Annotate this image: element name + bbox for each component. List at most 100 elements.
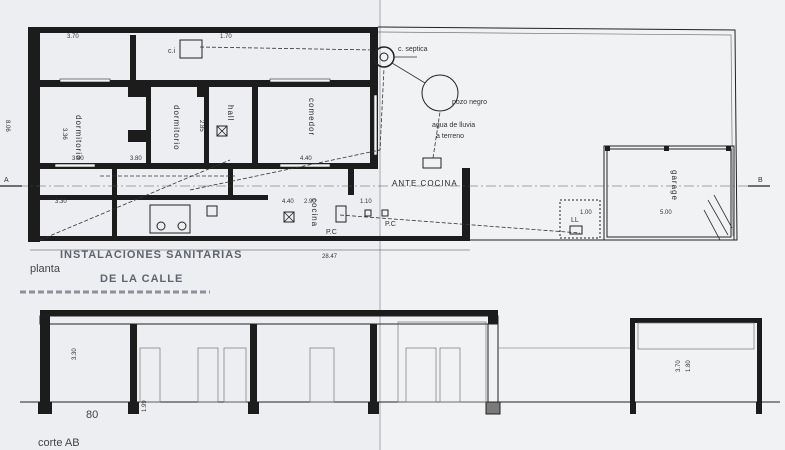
- label-pc-1: P.C: [326, 229, 337, 236]
- door-1: [139, 347, 161, 403]
- footing-5: [485, 401, 501, 415]
- dim-110: 1.10: [360, 199, 372, 205]
- pipe-diag: [189, 67, 385, 191]
- stamp-line-1: INSTALACIONES SANITARIAS: [60, 249, 243, 261]
- garage-col-2: [664, 146, 669, 151]
- section-title: corte AB: [38, 437, 80, 449]
- dim-top-370: 3.70: [67, 34, 79, 40]
- septic-to-pozo: [391, 62, 426, 84]
- pc-box-2: [364, 209, 372, 217]
- stamp-block: INSTALACIONES SANITARIAS planta DE LA CA…: [20, 249, 243, 294]
- window-1: [59, 78, 111, 83]
- section-ab: 3.30 3.70 1.80 1.99 80 corte AB: [20, 310, 780, 449]
- cesspool-circle: [421, 74, 459, 112]
- dim-cocina-width: 4.40: [282, 199, 294, 205]
- garage-col-3: [726, 146, 731, 151]
- pipe-dorm-diag: [39, 159, 231, 241]
- pc-box-1: [335, 205, 347, 223]
- window-east: [373, 94, 378, 156]
- garage-footing-1: [630, 402, 636, 414]
- room-label-garage: garage: [670, 170, 679, 201]
- garage-wall-left: [630, 318, 635, 402]
- dim-dorm2-width: 3.80: [130, 156, 142, 162]
- hall-box-x2: [216, 125, 228, 137]
- section-h-b: 3.70: [676, 360, 682, 372]
- garage-roof: [630, 318, 762, 323]
- stamp-line-3: DE LA CALLE: [100, 273, 183, 285]
- room-label-hall: hall: [226, 105, 235, 121]
- rain-box: [422, 157, 442, 169]
- room-label-dormitorio-1: dormitorio: [74, 115, 83, 161]
- toilet-1: [156, 221, 166, 231]
- section-mark-b: B: [758, 177, 763, 184]
- section-h-a: 3.30: [72, 348, 78, 360]
- section-h-d: 1.99: [142, 400, 148, 412]
- wall-col-1: [128, 87, 146, 97]
- dim-100: 1.00: [580, 210, 592, 216]
- wall-hall-right: [252, 87, 258, 165]
- room-label-dormitorio-2: dormitorio: [172, 105, 181, 151]
- wall-col-1b: [128, 130, 146, 142]
- section-wall-3: [250, 324, 257, 402]
- wall-col-2: [197, 87, 209, 97]
- dim-336: 3.36: [61, 128, 67, 140]
- pipe-top: [199, 46, 375, 51]
- footing-2: [128, 402, 139, 414]
- pipe-kitchen-to-ll: [339, 214, 581, 234]
- room-label-antecocina: ANTE COCINA: [392, 179, 458, 188]
- antecocina-volume: [397, 321, 487, 403]
- ll-box: [569, 225, 583, 235]
- wall-antecocina-east: [462, 168, 470, 241]
- stamp-line-2: planta: [30, 263, 61, 275]
- hall-box: [216, 125, 228, 137]
- dim-330: 3.30: [55, 199, 67, 205]
- label-ci: c.i: [168, 48, 175, 55]
- garage-col-1: [605, 146, 610, 151]
- septic-tank-inner: [379, 52, 389, 62]
- section-wall-2: [130, 324, 137, 402]
- wall-band-bottom: [28, 163, 378, 169]
- kitchen-box: [283, 211, 295, 223]
- dim-806: 8.06: [4, 120, 10, 132]
- wall-service: [28, 195, 268, 200]
- dim-total-2847: 28.47: [322, 254, 338, 260]
- wall-south: [28, 236, 468, 241]
- wall-cocina-east: [348, 169, 354, 195]
- label-a-terreno: a terreno: [436, 133, 464, 140]
- wall-annex-left: [130, 35, 136, 85]
- wall-hall-left: [204, 87, 209, 165]
- sink: [206, 205, 218, 217]
- hatch-garage-east: [703, 194, 733, 241]
- dim-comedor-width: 4.40: [300, 156, 312, 162]
- wall-kitchen-left: [228, 169, 233, 199]
- label-ll: LL: [571, 217, 579, 224]
- footing-4: [368, 402, 379, 414]
- kitchen-box-x2: [283, 211, 295, 223]
- pc-box-3: [381, 209, 389, 217]
- section-h-c: 1.80: [686, 360, 692, 372]
- window-3: [54, 163, 96, 168]
- dim-285: 2.85: [198, 120, 204, 132]
- lot-boundary-inner: [377, 31, 734, 237]
- bathroom-fixtures: [149, 204, 191, 234]
- section-mark-a: A: [4, 177, 9, 184]
- inspection-box: [179, 39, 203, 59]
- ll-area: [559, 199, 601, 239]
- room-label-cocina: cocina: [310, 198, 319, 227]
- garage-wall-right: [757, 318, 762, 402]
- footing-1: [38, 402, 52, 414]
- window-2: [269, 78, 331, 83]
- roof-parapet: [488, 310, 498, 324]
- pipe-rain: [432, 111, 441, 159]
- wall-dorm2-left: [146, 87, 151, 167]
- section-wall-1: [40, 316, 50, 402]
- door-3: [223, 347, 247, 403]
- dim-500: 5.00: [660, 210, 672, 216]
- footing-3: [248, 402, 259, 414]
- wall-west: [28, 27, 40, 242]
- wall-band-top: [28, 80, 378, 87]
- paper-right-half: [380, 0, 785, 450]
- label-pozo-negro: pozo negro: [452, 99, 487, 106]
- label-pc-2: P.C: [385, 221, 396, 228]
